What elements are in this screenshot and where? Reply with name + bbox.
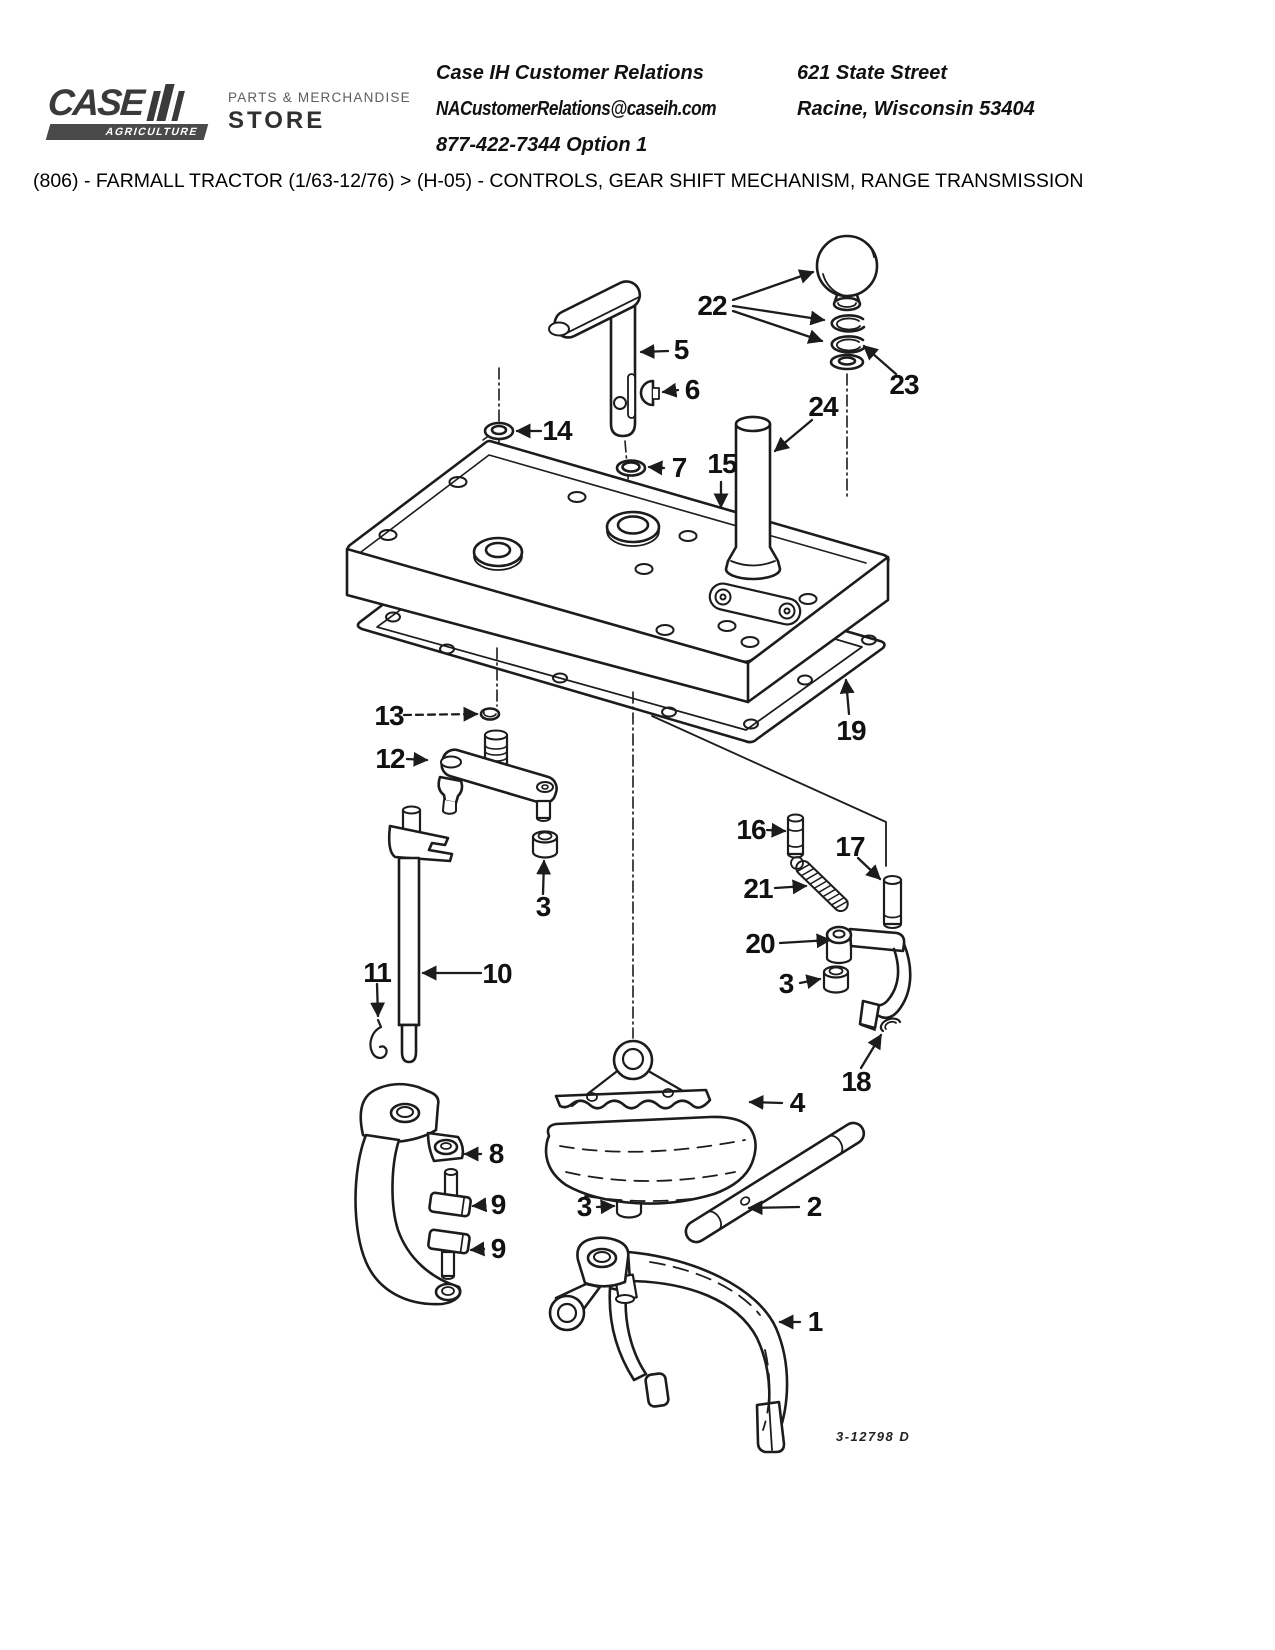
callout-1: 1: [807, 1306, 824, 1337]
callout-9: 9: [490, 1233, 507, 1264]
callout-21: 21: [743, 873, 773, 904]
callout-3: 3: [535, 891, 552, 922]
part-12-shifter-cam: [437, 729, 558, 822]
part-2-shifter-shaft: [684, 1121, 866, 1244]
part-17-pin: [882, 875, 903, 929]
callout-6: 6: [684, 374, 701, 405]
part-6-plug: [639, 379, 660, 407]
contact-row-1: Case IH Customer Relations 621 State Str…: [436, 55, 1096, 91]
callout-13: 13: [374, 700, 404, 731]
part-16-pin: [786, 813, 805, 859]
callout-8: 8: [488, 1138, 505, 1169]
part-10-shifter-rod: [387, 805, 454, 1064]
callout-3: 3: [576, 1191, 593, 1222]
part-20-bell-crank: [825, 925, 912, 1031]
part-9-pin: [427, 1228, 471, 1280]
contact-street: 621 State Street: [797, 62, 948, 84]
drawing-number: 3-12798 D: [836, 1429, 911, 1444]
contact-email: NACustomerRelations@caseih.com: [436, 98, 717, 120]
contact-row-3: 877-422-7344 Option 1: [436, 127, 1096, 163]
part-11-cotter-hook: [369, 1018, 388, 1059]
part-1-shifter-fork: [548, 1236, 789, 1454]
part-5-shift-lever: [548, 280, 642, 438]
store-label: STORE: [228, 107, 326, 134]
callout-16: 16: [736, 814, 766, 845]
callout-4: 4: [789, 1087, 806, 1118]
callout-7: 7: [671, 452, 688, 483]
part-21-spring: [790, 856, 849, 913]
callout-19: 19: [836, 715, 866, 746]
callout-14: 14: [542, 415, 572, 446]
part-4-cam-cover: [544, 1039, 757, 1205]
part-8-shifter-fork: [354, 1082, 465, 1306]
part-14-washer: [482, 421, 515, 441]
callout-22: 22: [697, 290, 727, 321]
contact-info: Case IH Customer Relations 621 State Str…: [436, 55, 1096, 163]
callout-3: 3: [778, 968, 795, 999]
leader-pin17: [651, 715, 887, 867]
part-22-knob-assembly: [815, 234, 879, 333]
part-7-seal-ring: [615, 459, 647, 477]
callout-15: 15: [707, 448, 737, 479]
contact-phone: 877-422-7344 Option 1: [436, 134, 648, 156]
callout-18: 18: [841, 1066, 871, 1097]
part-13-set-screw: [479, 707, 501, 721]
callout-24: 24: [808, 391, 838, 422]
store-wordmark: PARTS & MERCHANDISE STORE: [228, 90, 411, 135]
part-3-bushing: [822, 965, 850, 994]
part-15-cover-plate: [345, 439, 890, 704]
contact-city: Racine, Wisconsin 53404: [797, 98, 1035, 120]
callout-9: 9: [490, 1189, 507, 1220]
callout-5: 5: [673, 334, 690, 365]
callout-17: 17: [835, 831, 865, 862]
breadcrumb[interactable]: (806) - FARMALL TRACTOR (1/63-12/76) > (…: [33, 170, 1084, 192]
callout-11: 11: [363, 957, 392, 988]
callout-12: 12: [375, 743, 405, 774]
part-23-washer-stack: [829, 335, 866, 371]
callout-2: 2: [806, 1191, 823, 1222]
callout-23: 23: [889, 369, 919, 400]
part-9-pin: [428, 1168, 472, 1218]
parts-merchandise-label: PARTS & MERCHANDISE: [228, 90, 411, 105]
part-24-shifter-tube: [724, 415, 782, 581]
part-18-snap-clip: [879, 1017, 902, 1033]
contact-org: Case IH Customer Relations: [436, 62, 704, 84]
contact-row-2: NACustomerRelations@caseih.com Racine, W…: [436, 91, 1096, 127]
leader-lines: [370, 269, 898, 1330]
callout-10: 10: [482, 958, 512, 989]
part-3-bushing: [531, 830, 559, 859]
callout-20: 20: [745, 928, 775, 959]
